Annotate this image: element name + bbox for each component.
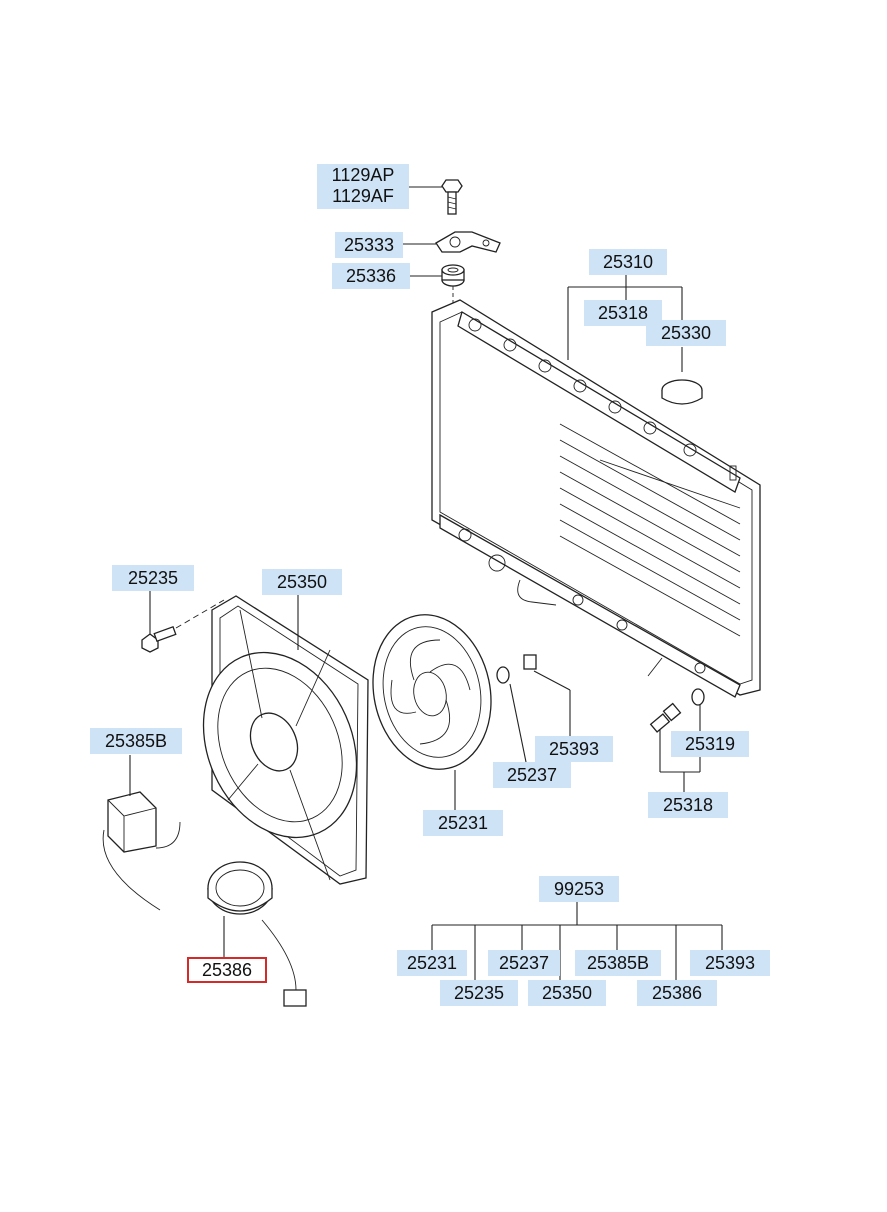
fan-shroud-25350-drawing	[202, 595, 369, 885]
radiator-cap-25330-drawing	[661, 379, 703, 405]
callout-25310[interactable]: 25310	[589, 249, 667, 275]
radiator-25310-drawing	[431, 299, 761, 698]
callout-25336[interactable]: 25336	[332, 263, 410, 289]
insulator-25336-drawing	[441, 264, 465, 287]
callout-25231[interactable]: 25231	[423, 810, 503, 836]
callout-1129ap-1129af[interactable]: 1129AP 1129AF	[317, 164, 409, 209]
callout-25385b[interactable]: 25385B	[90, 728, 182, 754]
kit-item-25385b[interactable]: 25385B	[575, 950, 661, 976]
kit-item-25231[interactable]: 25231	[397, 950, 467, 976]
callout-99253[interactable]: 99253	[539, 876, 619, 902]
kit-item-25235[interactable]: 25235	[440, 980, 518, 1006]
kit-item-25237[interactable]: 25237	[488, 950, 560, 976]
callout-1129ap: 1129AP	[331, 165, 395, 185]
bolt-25235-drawing	[141, 625, 177, 653]
fan-motor-25386-drawing	[207, 861, 307, 1007]
callout-25319[interactable]: 25319	[671, 731, 749, 757]
callout-25386-highlighted[interactable]: 25386	[187, 957, 267, 983]
kit-item-25393[interactable]: 25393	[690, 950, 770, 976]
drain-plug-25318-drawing	[649, 702, 682, 733]
resistor-25385b-drawing	[102, 791, 181, 911]
washer-25237-drawing	[496, 666, 510, 684]
callout-1129af: 1129AF	[332, 186, 394, 206]
bolt-1129ap-drawing	[441, 179, 463, 215]
fan-blade-25231-drawing	[372, 614, 492, 770]
o-ring-25319-drawing	[691, 688, 705, 706]
callout-25318-bottom[interactable]: 25318	[648, 792, 728, 818]
callout-25350[interactable]: 25350	[262, 569, 342, 595]
callout-25235[interactable]: 25235	[112, 565, 194, 591]
clip-25393-drawing	[523, 654, 537, 670]
bracket-25333-drawing	[435, 231, 501, 253]
callout-25237[interactable]: 25237	[493, 762, 571, 788]
kit-item-25386[interactable]: 25386	[637, 980, 717, 1006]
callout-25330[interactable]: 25330	[646, 320, 726, 346]
callout-25393[interactable]: 25393	[535, 736, 613, 762]
kit-item-25350[interactable]: 25350	[528, 980, 606, 1006]
callout-25333[interactable]: 25333	[335, 232, 403, 258]
